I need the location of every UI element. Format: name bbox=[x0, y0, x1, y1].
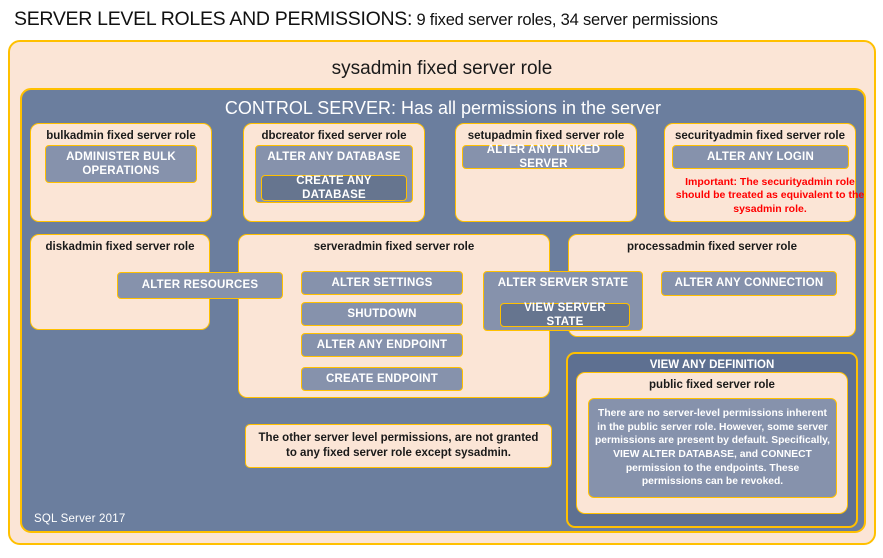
role-name-setupadmin: setupadmin fixed server role bbox=[467, 130, 625, 142]
sysadmin-role-label: sysadmin fixed server role bbox=[331, 58, 553, 79]
permission-alter-any-login[interactable]: ALTER ANY LOGIN bbox=[672, 145, 849, 169]
permission-alter-settings[interactable]: ALTER SETTINGS bbox=[301, 271, 463, 295]
permission-create-endpoint[interactable]: CREATE ENDPOINT bbox=[301, 367, 463, 391]
role-card-securityadmin: securityadmin fixed server role bbox=[664, 123, 856, 222]
permission-view-any-definition[interactable]: VIEW ANY DEFINITION bbox=[649, 359, 775, 371]
permission-view-server-state[interactable]: VIEW SERVER STATE bbox=[500, 302, 630, 328]
role-name-securityadmin: securityadmin fixed server role bbox=[674, 130, 846, 142]
permission-administer-bulk-operations[interactable]: ADMINISTER BULK OPERATIONS bbox=[45, 145, 197, 183]
control-server-label: CONTROL SERVER: Has all permissions in t… bbox=[224, 98, 662, 118]
public-role-note: There are no server-level permissions in… bbox=[588, 398, 837, 498]
role-name-bulkadmin: bulkadmin fixed server role bbox=[46, 130, 196, 142]
permission-alter-resources[interactable]: ALTER RESOURCES bbox=[117, 272, 283, 299]
role-card-setupadmin: setupadmin fixed server role bbox=[455, 123, 637, 222]
role-name-dbcreator: dbcreator fixed server role bbox=[261, 130, 407, 142]
permission-shutdown[interactable]: SHUTDOWN bbox=[301, 302, 463, 326]
role-name-serveradmin: serveradmin fixed server role bbox=[313, 241, 475, 253]
sql-server-version-label: SQL Server 2017 bbox=[34, 513, 126, 525]
permission-alter-server-state-label: ALTER SERVER STATE bbox=[497, 277, 629, 289]
permission-alter-any-connection[interactable]: ALTER ANY CONNECTION bbox=[661, 271, 837, 296]
permission-alter-any-linked-server[interactable]: ALTER ANY LINKED SERVER bbox=[462, 144, 625, 170]
page-title-subtitle: 9 fixed server roles, 34 server permissi… bbox=[412, 11, 718, 29]
other-permissions-note: The other server level permissions, are … bbox=[245, 424, 552, 468]
permission-alter-any-endpoint[interactable]: ALTER ANY ENDPOINT bbox=[301, 333, 463, 357]
permission-alter-any-database-label: ALTER ANY DATABASE bbox=[267, 151, 401, 163]
permission-create-any-database[interactable]: CREATE ANY DATABASE bbox=[261, 175, 407, 201]
role-name-diskadmin: diskadmin fixed server role bbox=[45, 241, 195, 253]
page-title-main: SERVER LEVEL ROLES AND PERMISSIONS: bbox=[14, 8, 413, 30]
role-name-processadmin: processadmin fixed server role bbox=[626, 241, 798, 253]
securityadmin-warning-note: Important: The securityadmin role should… bbox=[675, 175, 865, 215]
page-title: SERVER LEVEL ROLES AND PERMISSIONS: 9 fi… bbox=[14, 8, 874, 34]
role-name-public: public fixed server role bbox=[649, 379, 775, 391]
